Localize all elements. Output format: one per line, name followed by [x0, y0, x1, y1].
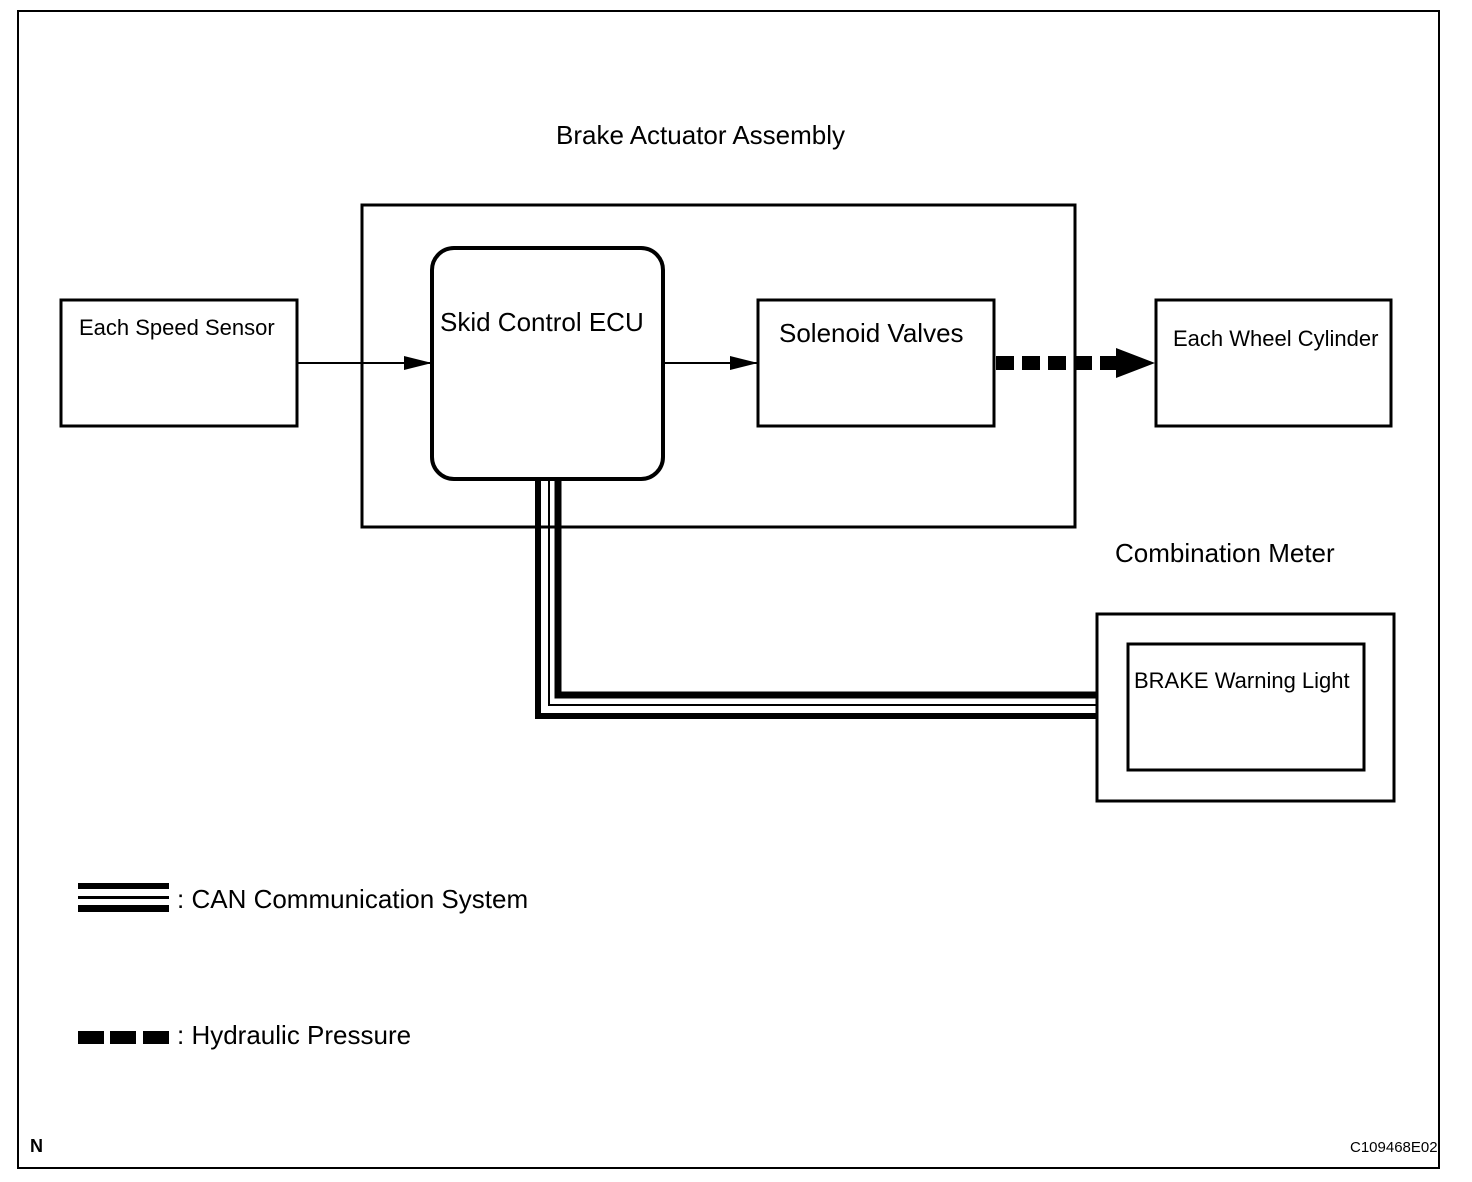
legend-hydraulic-symbol: [78, 1031, 169, 1044]
figure-code: C109468E02: [1350, 1139, 1438, 1156]
combination-meter-box: [1095, 612, 1396, 803]
legend-can-symbol: [78, 883, 169, 912]
wheel-cylinder-label: Each Wheel Cylinder: [1173, 326, 1379, 351]
hydraulic-arrow: [996, 348, 1155, 378]
legend-can-label: : CAN Communication System: [177, 884, 529, 914]
solenoid-box: [756, 298, 996, 428]
brake-light-label: BRAKE Warning Light: [1134, 668, 1350, 693]
brake-actuator-title: Brake Actuator Assembly: [556, 120, 846, 150]
legend-hydraulic-label: : Hydraulic Pressure: [177, 1020, 412, 1050]
wheel-cylinder-box: [1154, 298, 1393, 428]
footer-left-mark: N: [30, 1136, 43, 1156]
skid-ecu-label: Skid Control ECU: [440, 307, 644, 337]
combination-meter-label: Combination Meter: [1115, 538, 1335, 568]
can-bus-line: [535, 479, 1097, 719]
solenoid-label: Solenoid Valves: [779, 318, 964, 348]
brake-light-box: [1126, 642, 1366, 772]
outer-frame: [17, 10, 1440, 1169]
speed-sensor-label: Each Speed Sensor: [79, 315, 275, 340]
skid-ecu-box: [430, 246, 665, 481]
